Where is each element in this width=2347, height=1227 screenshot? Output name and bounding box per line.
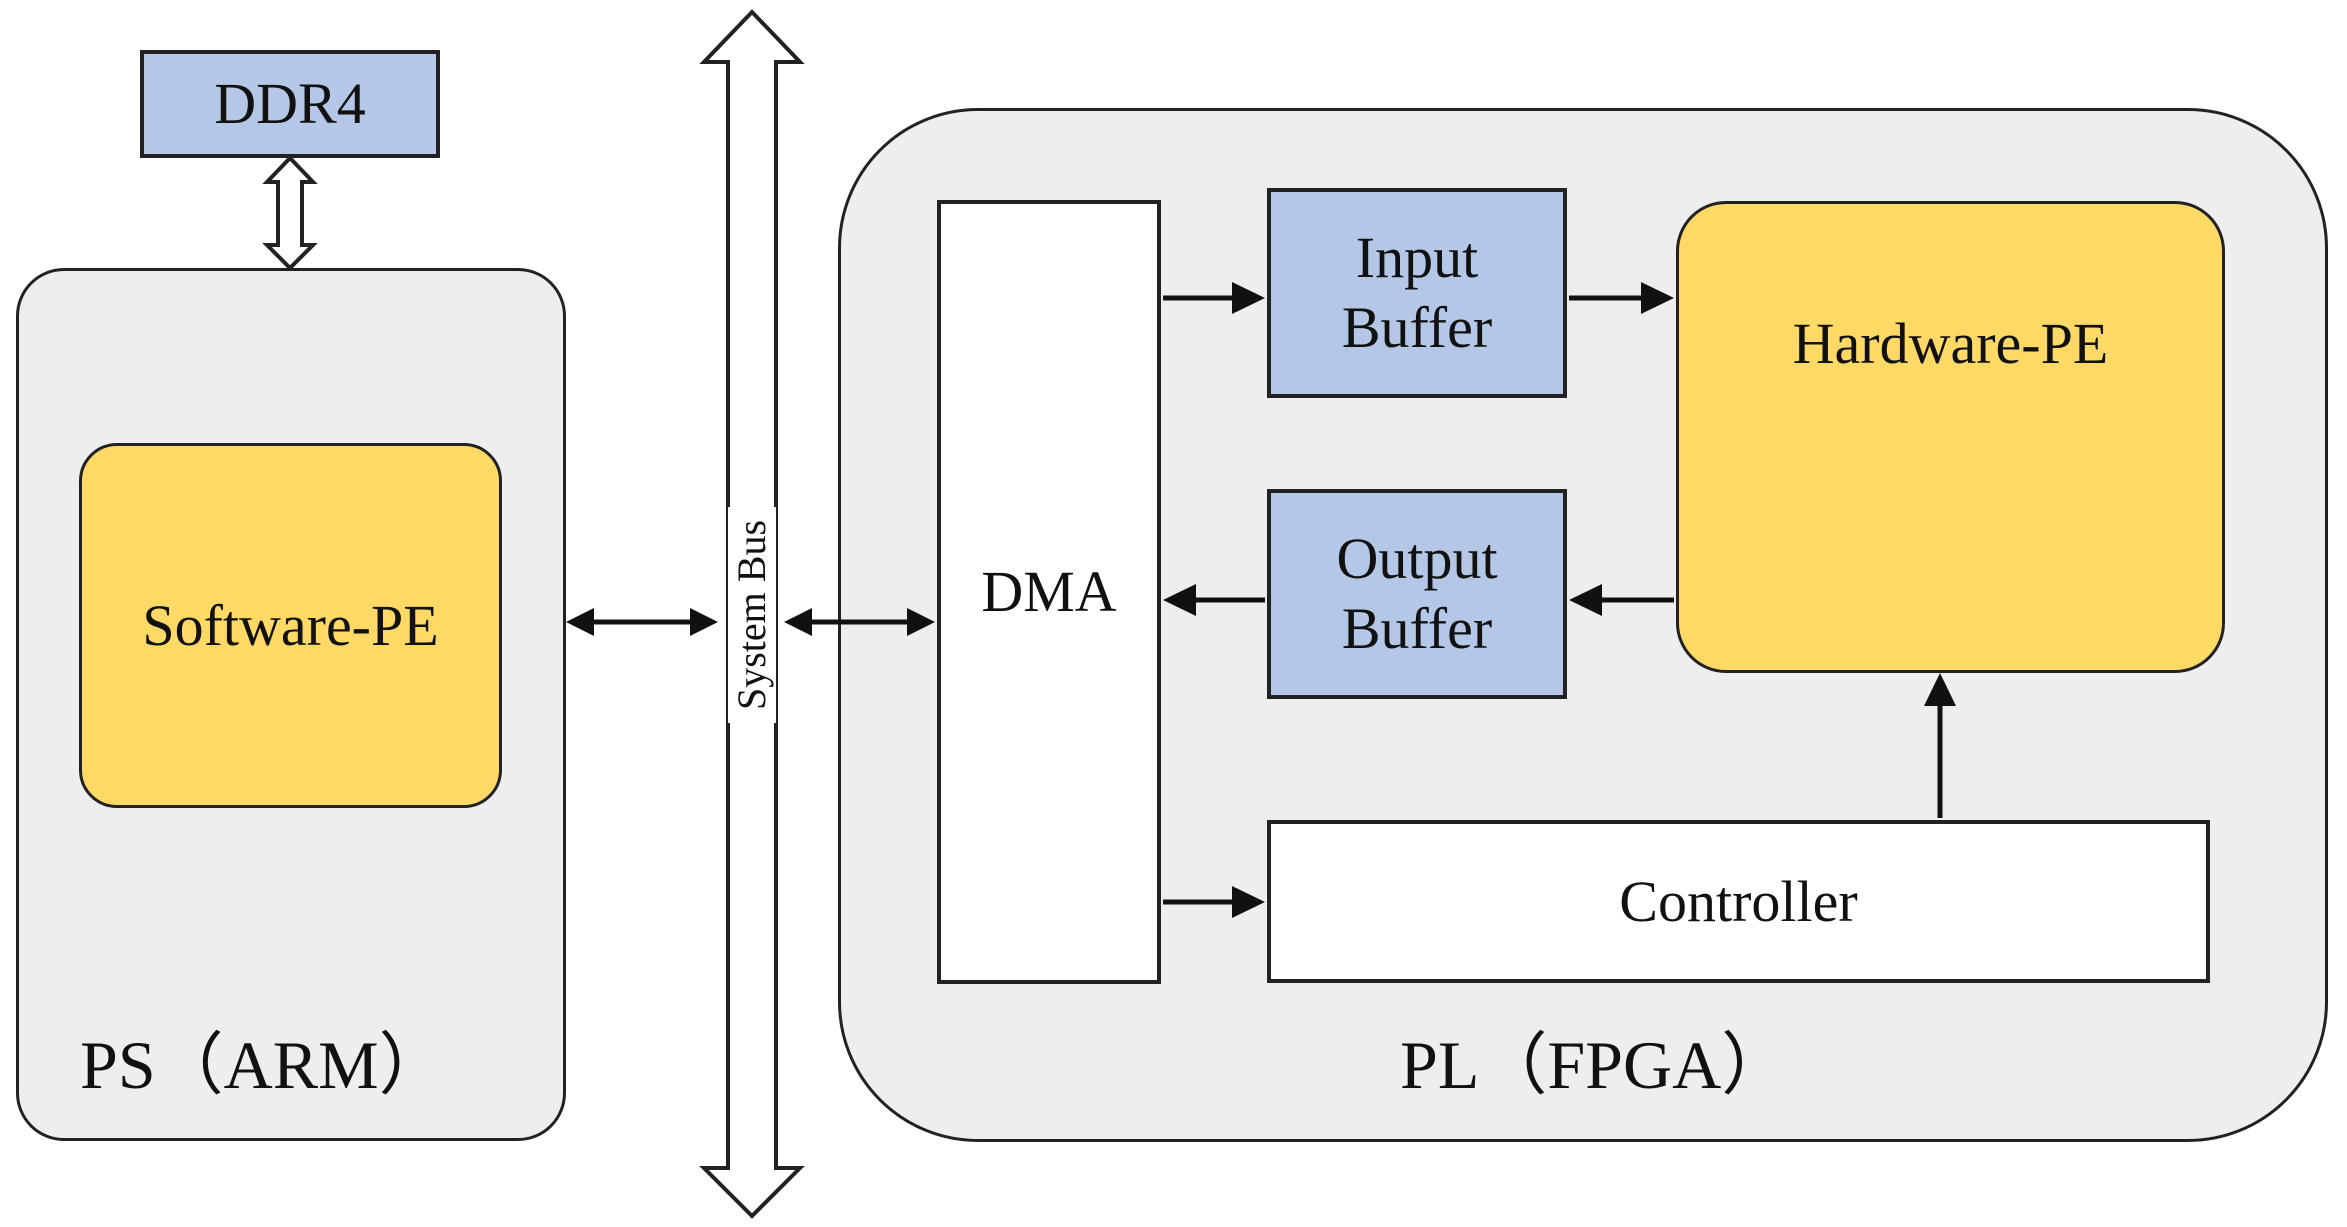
hardware-pe-block: Hardware-PE — [1676, 201, 2225, 673]
ps-title: PS（ARM） — [80, 1027, 447, 1103]
hardware-pe-label: Hardware-PE — [1792, 311, 2109, 377]
output-buffer-block: Output Buffer — [1267, 489, 1567, 699]
software-pe-block: Software-PE — [79, 443, 502, 808]
output-buffer-label-line1: Output — [1336, 526, 1498, 592]
input-buffer-block: Input Buffer — [1267, 188, 1567, 398]
software-pe-label: Software-PE — [142, 592, 439, 658]
dma-block: DMA — [937, 200, 1161, 984]
controller-label: Controller — [1619, 868, 1858, 934]
ddr-ps-arrow — [262, 155, 318, 271]
controller-to-hardware-pe-arrow — [1924, 673, 1956, 818]
ddr4-block: DDR4 — [140, 50, 440, 158]
output-buffer-label-line2: Buffer — [1341, 596, 1493, 661]
output-buffer-to-dma-arrow — [1163, 584, 1265, 616]
input-buffer-label-line1: Input — [1355, 225, 1479, 291]
controller-block: Controller — [1267, 820, 2210, 983]
ddr4-label: DDR4 — [214, 71, 366, 137]
input-buffer-to-hardware-pe-arrow — [1569, 282, 1674, 314]
pl-title: PL（FPGA） — [1400, 1027, 1790, 1103]
system-bus-label-bg — [728, 507, 776, 723]
bus-dma-arrow — [784, 608, 935, 636]
dma-label: DMA — [981, 559, 1117, 625]
dma-to-controller-arrow — [1163, 886, 1265, 918]
system-bus-label: System Bus — [729, 520, 774, 710]
hardware-pe-to-output-buffer-arrow — [1569, 584, 1674, 616]
ps-bus-arrow — [566, 608, 718, 636]
dma-to-input-buffer-arrow — [1163, 282, 1265, 314]
input-buffer-label-line2: Buffer — [1341, 295, 1493, 360]
